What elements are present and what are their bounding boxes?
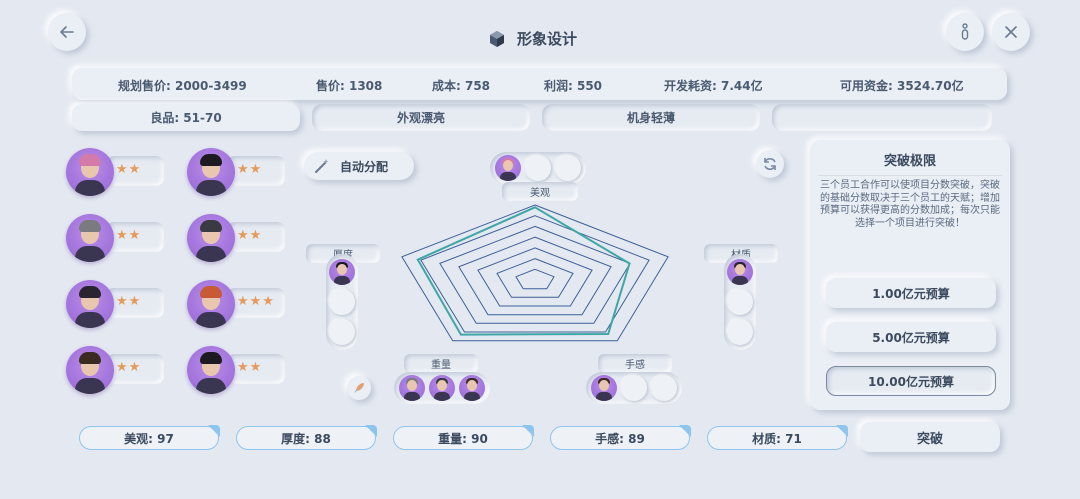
stats-bar: 规划售价: 2000-3499 售价: 1308 成本: 758 利润: 550… bbox=[72, 68, 1007, 100]
assigned-avatar[interactable] bbox=[429, 375, 455, 401]
empty-slot[interactable] bbox=[727, 319, 753, 345]
empty-slot[interactable] bbox=[555, 155, 581, 181]
rocket-button[interactable] bbox=[347, 376, 371, 400]
employee-avatar[interactable] bbox=[66, 280, 114, 328]
budget-button-10[interactable]: 10.00亿元预算 bbox=[826, 366, 996, 396]
score-material-label: 材质: 71 bbox=[752, 431, 802, 446]
score-thickness-label: 厚度: 88 bbox=[281, 431, 331, 446]
axis-label-weight: 重量 bbox=[404, 354, 478, 373]
score-feel-label: 手感: 89 bbox=[595, 431, 645, 446]
assigned-avatar[interactable] bbox=[459, 375, 485, 401]
employee-stars: ★★ bbox=[227, 156, 285, 186]
feature-tag-1[interactable]: 外观漂亮 bbox=[312, 104, 530, 131]
rocket-icon bbox=[354, 383, 364, 393]
profit: 利润: 550 bbox=[544, 79, 603, 93]
radar-ring bbox=[458, 236, 612, 316]
employee-avatar[interactable] bbox=[66, 214, 114, 262]
score-weight: 重量: 90 bbox=[393, 425, 534, 450]
auto-assign-label: 自动分配 bbox=[340, 159, 389, 174]
magic-wand-icon bbox=[315, 159, 329, 173]
radar-series-0 bbox=[416, 206, 631, 336]
employee-avatar[interactable] bbox=[187, 346, 235, 394]
empty-slot[interactable] bbox=[525, 155, 551, 181]
back-arrow-icon bbox=[60, 26, 74, 38]
appearance-slots[interactable] bbox=[490, 152, 586, 184]
score-appearance-label: 美观: 97 bbox=[124, 431, 174, 446]
empty-slot[interactable] bbox=[651, 375, 677, 401]
radar-ring bbox=[496, 258, 574, 298]
empty-slot[interactable] bbox=[727, 289, 753, 315]
info-icon bbox=[961, 23, 969, 40]
score-material: 材质: 71 bbox=[707, 425, 848, 450]
assigned-avatar[interactable] bbox=[727, 259, 753, 285]
feature-tag-3[interactable] bbox=[772, 104, 992, 131]
score-weight-label: 重量: 90 bbox=[438, 431, 488, 446]
close-button[interactable] bbox=[992, 13, 1030, 51]
info-button[interactable] bbox=[946, 13, 984, 51]
employee-stars: ★★ bbox=[106, 222, 164, 252]
corner-marker bbox=[836, 425, 848, 437]
assigned-avatar[interactable] bbox=[329, 259, 355, 285]
planned-price: 规划售价: 2000-3499 bbox=[118, 79, 247, 93]
price: 售价: 1308 bbox=[316, 79, 383, 93]
budget-button-5[interactable]: 5.00亿元预算 bbox=[826, 322, 996, 352]
page-title: 形象设计 bbox=[517, 30, 578, 48]
empty-slot[interactable] bbox=[329, 289, 355, 315]
weight-slots[interactable] bbox=[394, 372, 490, 404]
corner-marker bbox=[208, 425, 220, 437]
feel-slots[interactable] bbox=[586, 372, 682, 404]
employee-stars: ★★ bbox=[106, 354, 164, 384]
empty-slot[interactable] bbox=[329, 319, 355, 345]
available-funds: 可用资金: 3524.70亿 bbox=[840, 79, 964, 93]
employee-stars: ★★ bbox=[106, 288, 164, 318]
back-button[interactable] bbox=[48, 13, 86, 51]
axis-label-feel: 手感 bbox=[598, 354, 672, 373]
score-thickness: 厚度: 88 bbox=[236, 425, 377, 450]
radar-ring bbox=[477, 247, 593, 307]
employee-stars: ★★ bbox=[227, 222, 285, 252]
employee-stars: ★★ bbox=[106, 156, 164, 186]
radar-ring bbox=[439, 225, 631, 324]
employee-avatar[interactable] bbox=[187, 148, 235, 196]
cost: 成本: 758 bbox=[432, 79, 491, 93]
assigned-avatar[interactable] bbox=[399, 375, 425, 401]
cube-icon bbox=[490, 30, 504, 47]
assigned-avatar[interactable] bbox=[495, 155, 521, 181]
breakthrough-description: 三个员工合作可以使项目分数突破，突破的基础分数取决于三个员工的天赋；增加预算可以… bbox=[818, 175, 1002, 230]
empty-slot[interactable] bbox=[621, 375, 647, 401]
radar-ring bbox=[420, 215, 650, 333]
close-icon bbox=[1005, 26, 1017, 38]
refresh-button[interactable] bbox=[756, 150, 784, 178]
breakthrough-button[interactable]: 突破 bbox=[860, 422, 1000, 452]
material-slots[interactable] bbox=[724, 254, 756, 350]
employee-stars: ★★ bbox=[227, 354, 285, 384]
employee-avatar[interactable] bbox=[66, 148, 114, 196]
refresh-icon bbox=[764, 158, 776, 170]
page-header: 形象设计 bbox=[487, 28, 577, 49]
assigned-avatar[interactable] bbox=[591, 375, 617, 401]
dev-cost: 开发耗资: 7.44亿 bbox=[664, 79, 763, 93]
breakthrough-title: 突破极限 bbox=[883, 154, 936, 169]
score-appearance: 美观: 97 bbox=[79, 425, 220, 450]
employee-avatar[interactable] bbox=[66, 346, 114, 394]
auto-assign-button[interactable]: 自动分配 bbox=[304, 152, 414, 180]
breakthrough-panel: 突破极限 三个员工合作可以使项目分数突破，突破的基础分数取决于三个员工的天赋；增… bbox=[810, 140, 1010, 410]
corner-marker bbox=[522, 425, 534, 437]
thickness-slots[interactable] bbox=[326, 254, 358, 350]
employee-avatar[interactable] bbox=[187, 214, 235, 262]
corner-marker bbox=[365, 425, 377, 437]
quality-range: 良品: 51-70 bbox=[72, 104, 300, 131]
employee-stars: ★★★ bbox=[227, 288, 285, 318]
axis-label-appearance: 美观 bbox=[502, 182, 578, 201]
score-feel: 手感: 89 bbox=[550, 425, 691, 450]
radar-chart bbox=[401, 204, 669, 342]
budget-button-1[interactable]: 1.00亿元预算 bbox=[826, 278, 996, 308]
radar-ring bbox=[515, 268, 555, 290]
employee-avatar[interactable] bbox=[187, 280, 235, 328]
corner-marker bbox=[679, 425, 691, 437]
radar-ring bbox=[401, 204, 669, 342]
feature-tag-2[interactable]: 机身轻薄 bbox=[542, 104, 760, 131]
